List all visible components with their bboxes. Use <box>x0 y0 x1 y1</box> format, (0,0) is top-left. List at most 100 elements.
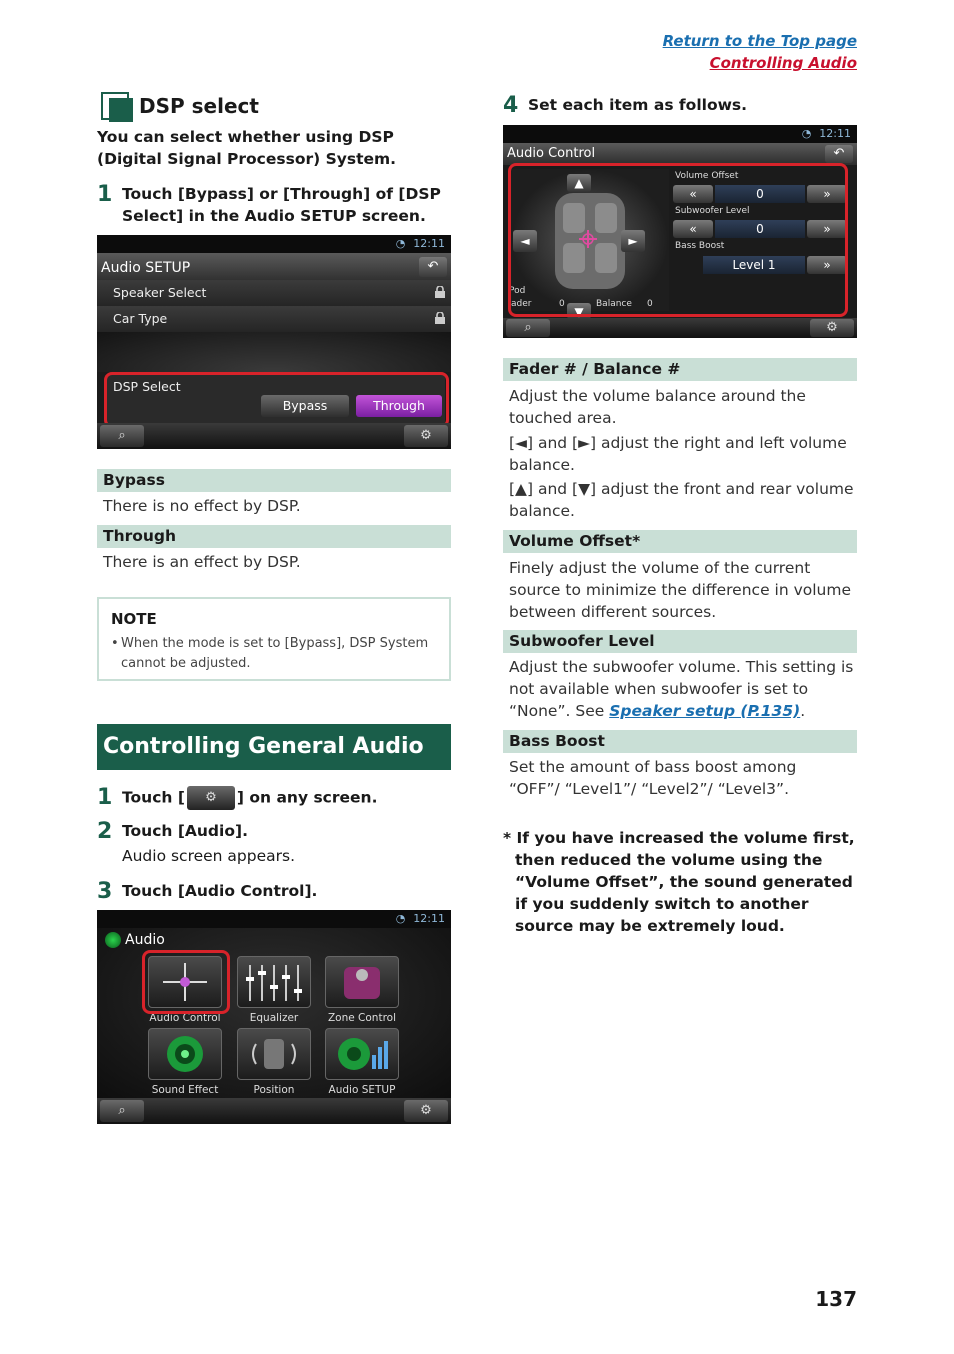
subwoofer-level-desc: Adjust the subwoofer volume. This settin… <box>509 658 854 720</box>
audio-control-screen: ◔12:11 Audio Control ↶ ▲ ▼ ◄ ► Pod ader … <box>503 125 857 338</box>
bottom-bar: ⌕ ⚙ <box>97 423 451 449</box>
dsp-intro: You can select whether using DSP (Digita… <box>97 128 397 168</box>
bass-boost-value: Level 1 <box>703 256 805 274</box>
subwoofer-level-heading: Subwoofer Level <box>503 630 857 653</box>
status-bar: ◔12:11 <box>97 910 451 928</box>
volume-offset-value: 0 <box>715 185 805 203</box>
step-number: 2 <box>97 819 113 844</box>
speaker-select-row[interactable]: Speaker Select <box>97 280 451 306</box>
source-icon[interactable]: ⌕ <box>506 319 550 337</box>
step-text: Set each item as follows. <box>528 96 748 114</box>
fader-balance-pad[interactable] <box>511 169 669 311</box>
step-number: 4 <box>503 93 519 118</box>
step-number: 3 <box>97 879 113 904</box>
subwoofer-level-label: Subwoofer Level <box>675 206 750 216</box>
step-number: 1 <box>97 182 113 207</box>
step-text: Touch [Audio Control]. <box>122 882 318 900</box>
balance-label: Balance <box>596 299 632 309</box>
dsp-select-panel: DSP Select Bypass Through <box>105 375 445 425</box>
tile-label: Audio SETUP <box>328 1084 396 1096</box>
car-seats-icon <box>555 193 625 289</box>
left-arrow-button[interactable]: ◄ <box>513 230 537 252</box>
speaker-setup-link[interactable]: Speaker setup (P.135) <box>609 702 801 720</box>
back-button[interactable]: ↶ <box>419 257 447 277</box>
gear-icon[interactable]: ⚙ <box>404 1100 448 1122</box>
subwoofer-up-button[interactable]: » <box>807 220 847 238</box>
bypass-heading: Bypass <box>97 469 451 492</box>
screen-title: Audio <box>125 932 165 948</box>
volume-offset-heading: Volume Offset* <box>503 530 857 553</box>
subwoofer-level-value: 0 <box>715 220 805 238</box>
back-button[interactable]: ↶ <box>825 145 853 163</box>
tile-label: Sound Effect <box>151 1084 219 1096</box>
subwoofer-down-button[interactable]: « <box>673 220 713 238</box>
step-text: Touch [Bypass] or [Through] of [DSP Sele… <box>122 185 441 225</box>
lock-icon <box>435 286 445 298</box>
volume-offset-desc: Finely adjust the volume of the current … <box>509 559 852 621</box>
audio-screen: ◔12:11 Audio Audio Control Equalizer Zon… <box>97 910 451 1124</box>
screen-filler <box>97 332 451 372</box>
step-text: Touch [Audio]. <box>122 822 248 840</box>
sound-effect-tile[interactable] <box>148 1028 222 1080</box>
step-subtext: Audio screen appears. <box>122 847 296 865</box>
through-desc: There is an effect by DSP. <box>103 553 301 571</box>
car-type-row[interactable]: Car Type <box>97 306 451 332</box>
highlight-box <box>508 163 848 317</box>
highlight-box <box>104 372 449 428</box>
tile-label: Zone Control <box>327 1012 397 1024</box>
up-arrow-button[interactable]: ▲ <box>567 174 591 192</box>
note-box: NOTE •When the mode is set to [Bypass], … <box>97 597 451 681</box>
pod-label: Pod <box>509 286 526 296</box>
tile-label: Audio Control <box>149 1012 221 1024</box>
tile-label: Position <box>253 1084 295 1096</box>
audio-control-tile[interactable] <box>148 956 222 1008</box>
fader-desc-3: [▲] and [▼] adjust the front and rear vo… <box>509 480 854 520</box>
speaker-icon <box>105 932 121 948</box>
return-top-link[interactable]: Return to the Top page <box>662 32 857 50</box>
dsp-select-title: DSP select <box>139 94 259 118</box>
gear-icon[interactable]: ⚙ <box>810 319 854 337</box>
step-number: 1 <box>97 785 113 810</box>
through-heading: Through <box>97 525 451 548</box>
bypass-button[interactable]: Bypass <box>261 395 349 417</box>
source-icon[interactable]: ⌕ <box>100 1100 144 1122</box>
general-audio-heading: Controlling General Audio <box>97 724 451 770</box>
step-text: Touch [⚙] on any screen. <box>122 786 452 810</box>
audio-setup-screen: ◔12:11 Audio SETUP ↶ Speaker Select Car … <box>97 235 451 449</box>
controlling-audio-link[interactable]: Controlling Audio <box>709 54 857 72</box>
fader-desc-2: [◄] and [►] adjust the right and left vo… <box>509 434 847 474</box>
footnote: * If you have increased the volume first… <box>503 829 855 935</box>
section-icon <box>101 92 133 122</box>
zone-control-tile[interactable] <box>325 956 399 1008</box>
audio-setup-tile[interactable] <box>325 1028 399 1080</box>
balance-value: 0 <box>647 299 653 309</box>
highlight-box <box>142 950 230 1014</box>
screen-title: Audio SETUP ↶ <box>97 253 451 283</box>
status-bar: ◔12:11 <box>503 125 857 143</box>
dsp-select-label: DSP Select <box>113 379 181 394</box>
status-bar: ◔12:11 <box>97 235 451 253</box>
bass-boost-desc: Set the amount of bass boost among “OFF”… <box>509 758 797 798</box>
screen-title: Audio Control ↶ <box>503 143 857 165</box>
gear-icon[interactable]: ⚙ <box>404 425 448 447</box>
gear-icon: ⚙ <box>186 786 235 810</box>
bass-boost-up-button[interactable]: » <box>807 256 847 274</box>
through-button[interactable]: Through <box>356 395 442 417</box>
fader-desc-1: Adjust the volume balance around the tou… <box>509 387 806 427</box>
fader-balance-heading: Fader # / Balance # <box>503 358 857 381</box>
note-title: NOTE <box>111 610 157 628</box>
source-icon[interactable]: ⌕ <box>100 425 144 447</box>
volume-offset-up-button[interactable]: » <box>807 185 847 203</box>
volume-offset-down-button[interactable]: « <box>673 185 713 203</box>
bypass-desc: There is no effect by DSP. <box>103 497 301 515</box>
fader-value: 0 <box>559 299 565 309</box>
fader-label: ader <box>511 299 532 309</box>
right-arrow-button[interactable]: ► <box>621 230 645 252</box>
bottom-bar: ⌕ ⚙ <box>503 318 857 338</box>
volume-offset-label: Volume Offset <box>675 171 739 181</box>
lock-icon <box>435 312 445 324</box>
position-tile[interactable] <box>237 1028 311 1080</box>
bass-boost-label: Bass Boost <box>675 241 725 251</box>
bottom-bar: ⌕ ⚙ <box>97 1098 451 1124</box>
equalizer-tile[interactable] <box>237 956 311 1008</box>
